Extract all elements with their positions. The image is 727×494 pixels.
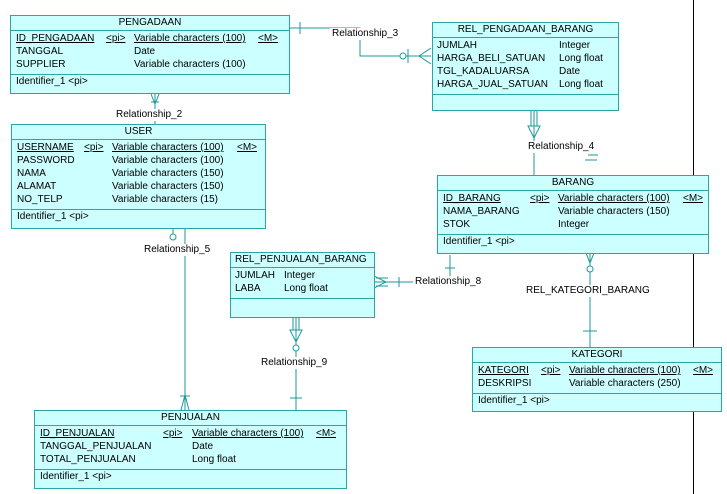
entity-title: KATEGORI <box>473 348 721 363</box>
entity-attributes: ID_BARANG <pi> Variable characters (100)… <box>438 191 708 235</box>
entity-attributes: KATEGORI <pi> Variable characters (100) … <box>473 363 721 394</box>
entity-title: BARANG <box>438 176 708 191</box>
entity-user[interactable]: USER USERNAME <pi> Variable characters (… <box>11 124 266 229</box>
attribute-row: NO_TELP Variable characters (15) <box>17 194 218 205</box>
attribute-row: TANGGAL Date <box>16 46 156 57</box>
attribute-row: STOK Integer <box>443 219 590 230</box>
relationship-2-crowsfoot <box>150 93 160 106</box>
entity-identifier: Identifier_1 <pi> <box>478 395 550 406</box>
attribute-row: TANGGAL_PENJUALAN Date <box>40 441 214 452</box>
relationship-3-circle <box>399 52 407 60</box>
entity-rel-penjualan-barang[interactable]: REL_PENJUALAN_BARANG JUMLAH Integer LABA… <box>230 252 375 318</box>
entity-attributes: JUMLAH Integer HARGA_BELI_SATUAN Long fl… <box>433 38 618 95</box>
attribute-row: ID_PENGADAAN <pi> Variable characters (1… <box>16 33 279 44</box>
rel-kategori-barang-label[interactable]: REL_KATEGORI_BARANG <box>524 285 652 297</box>
attribute-row: HARGA_JUAL_SATUAN Long float <box>437 79 603 90</box>
relationship-4-label[interactable]: Relationship_4 <box>526 141 597 153</box>
attribute-row: TOTAL_PENJUALAN Long float <box>40 454 236 465</box>
relationship-2-label[interactable]: Relationship_2 <box>114 109 185 121</box>
entity-title: REL_PENGADAAN_BARANG <box>433 23 618 38</box>
entity-attributes: ID_PENJUALAN <pi> Variable characters (1… <box>35 426 346 470</box>
attribute-row: JUMLAH Integer <box>437 40 591 51</box>
entity-identifier: Identifier_1 <pi> <box>17 211 89 222</box>
relationship-3-line <box>289 27 431 57</box>
attribute-row: SUPPLIER Variable characters (100) <box>16 59 246 70</box>
attribute-row: JUMLAH Integer <box>235 270 316 281</box>
relationship-4-crowsfoot <box>527 125 541 140</box>
relationship-5-crowsfoot <box>180 393 190 411</box>
entity-title: PENJUALAN <box>35 411 346 426</box>
entity-kategori[interactable]: KATEGORI KATEGORI <pi> Variable characte… <box>472 347 722 412</box>
attribute-row: ALAMAT Variable characters (150) <box>17 181 224 192</box>
relationship-9-crowsfoot <box>289 329 303 344</box>
entity-barang[interactable]: BARANG ID_BARANG <pi> Variable character… <box>437 175 709 254</box>
relationship-5-circle <box>169 233 177 241</box>
relationship-5-label[interactable]: Relationship_5 <box>142 244 213 256</box>
entity-rel-pengadaan-barang[interactable]: REL_PENGADAAN_BARANG JUMLAH Integer HARG… <box>432 22 619 111</box>
attribute-row: USERNAME <pi> Variable characters (100) … <box>17 142 258 153</box>
attribute-row: NAMA Variable characters (150) <box>17 168 224 179</box>
attribute-row: NAMA_BARANG Variable characters (150) <box>443 206 670 217</box>
attribute-row: KATEGORI <pi> Variable characters (100) … <box>478 365 714 376</box>
rel-kategori-barang-crowsfoot <box>585 252 595 265</box>
entity-title: REL_PENJUALAN_BARANG <box>231 253 374 268</box>
entity-penjualan[interactable]: PENJUALAN ID_PENJUALAN <pi> Variable cha… <box>34 410 347 489</box>
entity-identifier: Identifier_1 <pi> <box>443 236 515 247</box>
entity-identifier: Identifier_1 <pi> <box>40 471 112 482</box>
relationship-8-label[interactable]: Relationship_8 <box>413 276 484 288</box>
attribute-row: DESKRIPSI Variable characters (250) <box>478 378 681 389</box>
attribute-row: LABA Long float <box>235 283 328 294</box>
entity-attributes: JUMLAH Integer LABA Long float <box>231 268 374 299</box>
entity-attributes: USERNAME <pi> Variable characters (100) … <box>12 140 265 210</box>
relationship-3-label[interactable]: Relationship_3 <box>330 28 401 40</box>
entity-identifier: Identifier_1 <pi> <box>16 76 88 87</box>
attribute-row: PASSWORD Variable characters (100) <box>17 155 224 166</box>
entity-pengadaan[interactable]: PENGADAAN ID_PENGADAAN <pi> Variable cha… <box>10 15 290 94</box>
attribute-row: HARGA_BELI_SATUAN Long float <box>437 53 603 64</box>
relationship-3-crowsfoot <box>418 47 432 65</box>
relationship-9-label[interactable]: Relationship_9 <box>259 357 330 369</box>
attribute-row: ID_BARANG <pi> Variable characters (100)… <box>443 193 704 204</box>
attribute-row: ID_PENJUALAN <pi> Variable characters (1… <box>40 428 337 439</box>
entity-title: PENGADAAN <box>11 16 289 31</box>
entity-title: USER <box>12 125 265 140</box>
entity-attributes: ID_PENGADAAN <pi> Variable characters (1… <box>11 31 289 75</box>
attribute-row: TGL_KADALUARSA Date <box>437 66 581 77</box>
